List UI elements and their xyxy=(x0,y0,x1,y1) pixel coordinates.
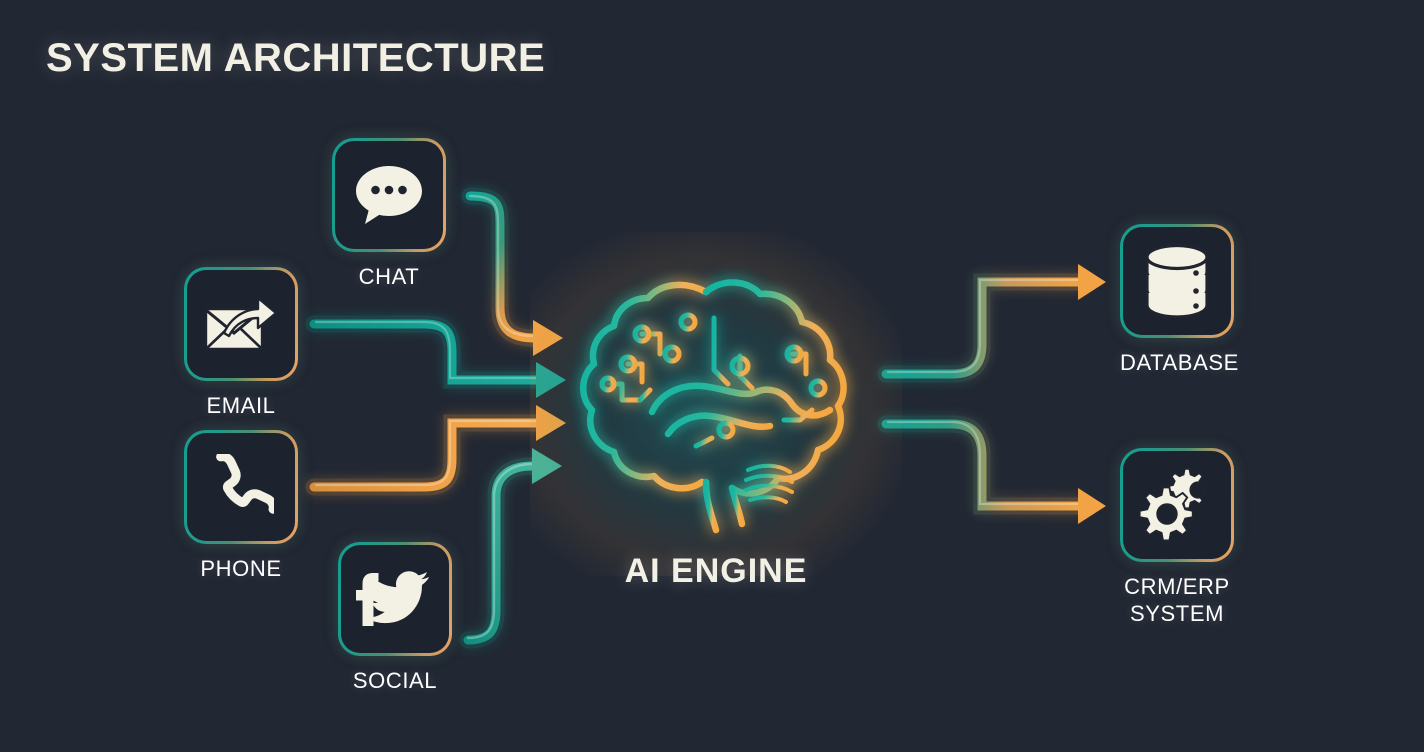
circuit-brain-icon xyxy=(580,279,847,534)
node-chat[interactable]: CHAT xyxy=(332,138,446,291)
node-database[interactable]: DATABASE xyxy=(1120,224,1239,377)
node-chat-label: CHAT xyxy=(358,264,420,289)
arrow-phone-to-engine xyxy=(305,405,566,496)
chat-bubble-icon xyxy=(356,166,422,224)
node-crm-label: CRM/ERP SYSTEM xyxy=(1124,574,1230,626)
node-database-label: DATABASE xyxy=(1120,350,1239,375)
arrow-engine-to-crm xyxy=(877,415,1106,524)
node-email[interactable]: EMAIL xyxy=(184,267,298,420)
arrow-engine-to-database xyxy=(877,264,1106,383)
node-crm[interactable]: CRM/ERP SYSTEM xyxy=(1120,448,1287,628)
node-database-box[interactable] xyxy=(1120,224,1234,338)
node-phone-box[interactable] xyxy=(184,430,298,544)
node-email-box[interactable] xyxy=(184,267,298,381)
arrow-email-to-engine xyxy=(305,315,566,398)
node-crm-box[interactable] xyxy=(1120,448,1234,562)
ai-engine-label: AI ENGINE xyxy=(624,552,808,590)
social-facebook-twitter-icon xyxy=(356,571,429,626)
node-email-label: EMAIL xyxy=(206,393,276,418)
page-title: SYSTEM ARCHITECTURE xyxy=(46,36,546,80)
node-chat-box[interactable] xyxy=(332,138,446,252)
ai-engine-node[interactable] xyxy=(530,232,902,576)
node-phone[interactable]: PHONE xyxy=(184,430,298,583)
gears-icon xyxy=(1138,468,1208,542)
envelope-forward-icon xyxy=(204,296,278,351)
node-phone-label: PHONE xyxy=(200,556,282,581)
arrow-chat-to-engine xyxy=(461,187,563,356)
database-cylinder-icon xyxy=(1145,243,1209,319)
node-social-box[interactable] xyxy=(338,542,452,656)
node-social[interactable]: SOCIAL xyxy=(338,542,452,695)
node-social-label: SOCIAL xyxy=(352,668,438,693)
phone-handset-icon xyxy=(216,454,274,514)
arrow-social-to-engine xyxy=(459,448,562,649)
